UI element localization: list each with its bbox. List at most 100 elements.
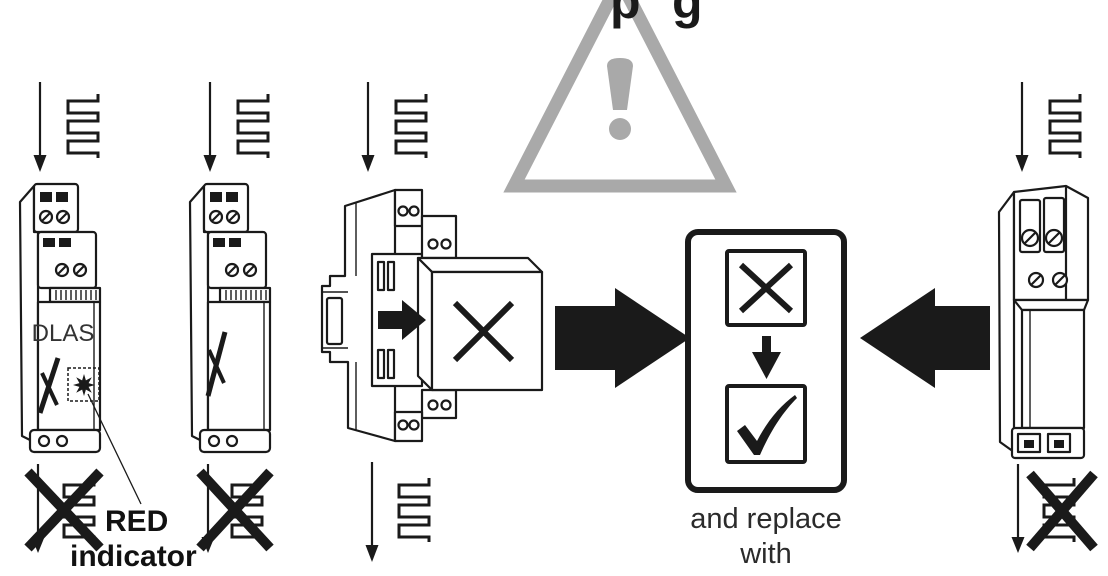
module-side-panel (997, 190, 1016, 454)
faulty-mark-stroke (207, 349, 226, 384)
terminal-screw (397, 419, 409, 431)
din-rail-clip (325, 296, 344, 346)
screw-slot (40, 211, 52, 223)
cross-stroke (24, 468, 104, 552)
pulse-signal-icon (1048, 94, 1082, 158)
base-clip-ring (207, 434, 221, 448)
din-module-faulty-indicator: DLAS (18, 182, 142, 505)
arrow-shaft (762, 336, 771, 354)
terminal-screw (408, 419, 420, 431)
guide-slot (386, 348, 396, 380)
outgoing-signal-1-blocked (24, 464, 104, 553)
vent-strip (48, 286, 102, 304)
check-mark-icon (737, 395, 797, 455)
blocked-signal-cross-icon (24, 468, 104, 552)
warning-triangle-outline (503, 0, 737, 193)
terminal-screw (427, 399, 439, 411)
cross-stroke (1026, 470, 1098, 552)
heading-fragment-left: p (610, 0, 641, 29)
pulse-signal-icon (66, 94, 100, 158)
module-shoulder (1012, 298, 1090, 312)
base-clip-ring (225, 434, 239, 448)
incoming-signal-4 (1015, 82, 1082, 172)
exclamation-bar (607, 58, 633, 110)
blocked-signal-cross-icon (1026, 470, 1098, 552)
incoming-signal-2 (203, 82, 270, 172)
module-top-face (416, 256, 544, 274)
cross-mark-icon (452, 300, 515, 363)
terminal-screw (427, 238, 439, 250)
callout-label-line1: RED (105, 505, 168, 538)
module-type-label: DLAS (32, 320, 95, 347)
terminal-opening (40, 192, 52, 202)
screw-slot (227, 211, 239, 223)
screw-slot (1047, 231, 1061, 245)
screw-slot (210, 211, 222, 223)
guide-slot (386, 260, 396, 292)
arrow-head (361, 155, 375, 172)
screw-slot (56, 264, 68, 276)
heading-fragment-right: g (672, 0, 703, 29)
upper-terminal-block (202, 182, 250, 234)
arrow-head (752, 352, 781, 379)
terminal-opening (229, 238, 241, 247)
terminal-opening (210, 192, 222, 202)
screw-slot (244, 264, 256, 276)
terminal-screw (397, 205, 409, 217)
screw-slot (57, 211, 69, 223)
indicator-window (67, 367, 100, 402)
replacement-module (997, 184, 1090, 460)
flow-arrow-right (555, 288, 690, 388)
base-clip-ring (55, 434, 69, 448)
terminal-opening (213, 238, 225, 247)
cross-stroke (452, 300, 515, 363)
terminal-opening (226, 192, 238, 202)
pulse-signal-icon (397, 478, 431, 542)
arrow-head (33, 155, 47, 172)
cross-stroke (196, 468, 274, 552)
terminal-opening (43, 238, 55, 247)
pulse-signal-icon (236, 94, 270, 158)
screw-slot (1030, 274, 1042, 286)
cross-mark-icon (738, 262, 794, 314)
din-module-faulty (188, 182, 272, 454)
outgoing-signal-2-blocked (196, 464, 274, 553)
terminal-contact (1054, 440, 1064, 448)
faulty-mark-icon (205, 331, 228, 397)
terminal-screw (440, 238, 452, 250)
screw-slot (1054, 274, 1066, 286)
module-front (1020, 308, 1086, 430)
terminal-contact (1024, 440, 1034, 448)
outgoing-signal-3 (365, 462, 431, 562)
cross-stroke (738, 262, 794, 314)
upper-terminal-block (32, 182, 80, 234)
incoming-signal-1 (33, 82, 100, 172)
replace-instruction-panel (685, 229, 847, 493)
vent-grille (225, 290, 267, 300)
terminal-screw (408, 205, 420, 217)
outgoing-signal-4-blocked (1011, 464, 1098, 553)
red-indicator-burst-icon (73, 374, 95, 396)
vent-grille (55, 290, 97, 300)
blocked-signal-cross-icon (196, 468, 274, 552)
arrow-down-icon (752, 336, 781, 379)
guide-slot (376, 260, 386, 292)
replace-caption-line2: with (739, 538, 792, 570)
faulty-mark-icon (37, 357, 61, 414)
faulty-mark-stroke (40, 372, 59, 406)
exclamation-dot (609, 118, 631, 140)
arrow-head (1015, 155, 1029, 172)
base-clip-ring (37, 434, 51, 448)
pulse-signal-icon (394, 94, 428, 158)
vent-strip (218, 286, 272, 304)
incoming-signal-3 (361, 82, 428, 172)
callout-leader-line (87, 393, 142, 505)
screw-slot (74, 264, 86, 276)
screw-slot (1023, 231, 1037, 245)
arrow-head (203, 155, 217, 172)
arrow-head (1011, 537, 1025, 553)
pull-direction-arrow (378, 300, 426, 340)
replace-caption-line1: and replace (690, 503, 842, 535)
warning-triangle-icon (503, 0, 737, 193)
